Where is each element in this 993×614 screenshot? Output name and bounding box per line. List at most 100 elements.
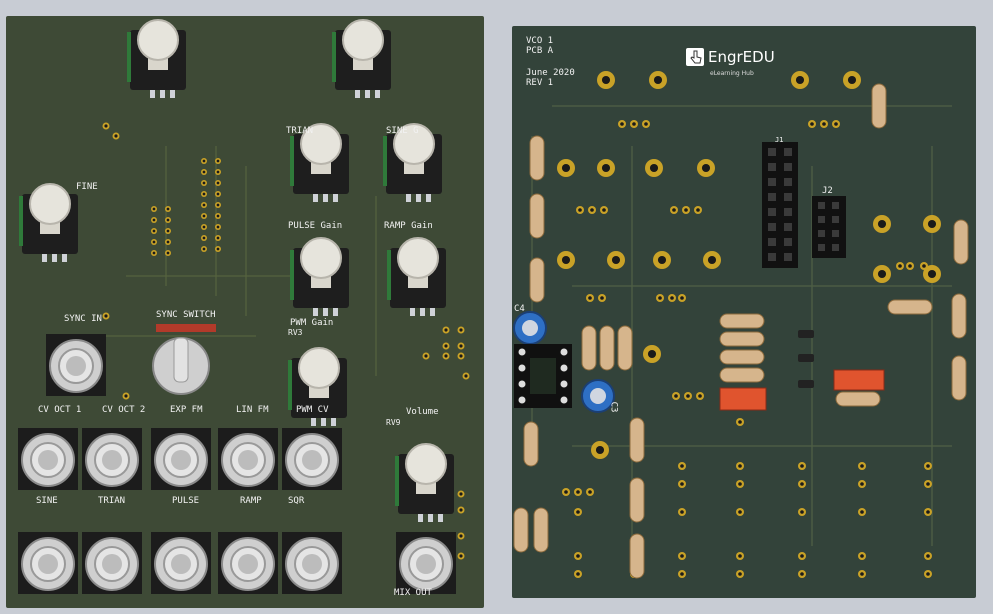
logo-tagline: eLearning Hub — [710, 70, 754, 77]
pad-hole — [738, 554, 742, 558]
red-capacitor — [833, 369, 885, 391]
trian-gain-pot-knob — [300, 123, 342, 165]
volume-pot-pin — [428, 514, 433, 522]
resistor — [529, 193, 545, 239]
pad-hole — [658, 296, 662, 300]
pad-hole — [600, 296, 604, 300]
j1-pin — [768, 223, 776, 231]
pad-hole — [216, 247, 220, 251]
resistor — [629, 477, 645, 523]
pulse-gain-pot-stripe — [290, 250, 294, 300]
j1-pin — [768, 208, 776, 216]
pad-hole — [152, 240, 156, 244]
j1-pin — [784, 163, 792, 171]
cv-jack-4-socket — [302, 450, 322, 470]
resistor — [513, 507, 529, 553]
volume-pot-pin — [418, 514, 423, 522]
volume-pot-knob — [405, 443, 447, 485]
j1-pin — [784, 193, 792, 201]
trian-gain-pot-pin — [333, 194, 338, 202]
pad-hole — [216, 214, 220, 218]
resistor — [953, 219, 969, 265]
resistor — [533, 507, 549, 553]
pad-hole — [216, 236, 220, 240]
cv-jack-2-socket — [171, 450, 191, 470]
sync-in-label: SYNC IN — [64, 314, 102, 324]
pad-hole — [795, 75, 805, 85]
pitch-pot-stripe — [127, 32, 131, 82]
pad-hole — [202, 225, 206, 229]
out-jack-0-socket — [38, 554, 58, 574]
trian-gain-pot-pin — [313, 194, 318, 202]
pad-hole — [576, 572, 580, 576]
trian-out-label: TRIAN — [98, 496, 126, 506]
pad-hole — [444, 328, 448, 332]
j1-pin — [784, 178, 792, 186]
smd-part — [798, 380, 814, 388]
resistor — [529, 257, 545, 303]
resistor — [617, 325, 633, 371]
pad-hole — [860, 482, 864, 486]
pad-hole — [424, 354, 428, 358]
pad-hole — [166, 207, 170, 211]
silk-line-3: June 2020 — [526, 68, 575, 78]
pad-hole — [686, 394, 690, 398]
sine-gain-pot-pin — [426, 194, 431, 202]
pad-hole — [459, 534, 463, 538]
pad-hole — [601, 75, 611, 85]
pad-hole — [202, 159, 206, 163]
pad-hole — [877, 269, 887, 279]
pulse-gain-pot-knob — [300, 237, 342, 279]
front-panel-graphics — [18, 19, 470, 594]
logo-name: EngrEDU — [708, 48, 775, 66]
j2-pin — [832, 216, 839, 223]
resistor — [599, 325, 615, 371]
pad-hole — [578, 208, 582, 212]
pad-hole — [707, 255, 717, 265]
pulse-out-label: PULSE — [172, 496, 200, 506]
pad-hole — [800, 572, 804, 576]
resistor — [719, 331, 765, 347]
pitch-pot-pin — [170, 90, 175, 98]
pad-hole — [202, 170, 206, 174]
main-pcb-graphics — [513, 71, 969, 579]
pad-hole — [202, 247, 206, 251]
j1-pin — [784, 253, 792, 261]
pulse-gain-pot-pin — [333, 308, 338, 316]
pad-hole — [202, 203, 206, 207]
pad-hole — [459, 508, 463, 512]
smd-part — [798, 330, 814, 338]
j2-header — [812, 196, 846, 258]
resistor — [719, 367, 765, 383]
pwm-gain-pot-pin — [331, 418, 336, 426]
c4-ref: C4 — [514, 304, 525, 314]
ic-pin — [518, 348, 526, 356]
pad-hole — [927, 219, 937, 229]
trian-gain-pot-stripe — [290, 136, 294, 186]
pad-hole — [800, 554, 804, 558]
switch-base — [156, 324, 216, 332]
out-jack-2-socket — [171, 554, 191, 574]
resistor — [835, 391, 881, 407]
pad-hole — [927, 269, 937, 279]
j1-pin — [784, 148, 792, 156]
sine-gain-pot-pin — [406, 194, 411, 202]
ramp-out-label: RAMP — [240, 496, 262, 506]
resistor — [871, 83, 887, 129]
volume-pot-pin — [438, 514, 443, 522]
j2-pin — [818, 230, 825, 237]
pwm-gain-pot-pin — [321, 418, 326, 426]
j2-pin — [832, 230, 839, 237]
pad-hole — [202, 192, 206, 196]
j2-pin — [818, 202, 825, 209]
hand-pointer-icon — [686, 48, 704, 66]
cv-jack-1-socket — [102, 450, 122, 470]
pad-hole — [632, 122, 636, 126]
pad-hole — [576, 490, 580, 494]
j1-pin — [768, 253, 776, 261]
fine-pot-knob — [29, 183, 71, 225]
pad-hole — [152, 229, 156, 233]
pad-hole — [860, 510, 864, 514]
fine-pot-pin — [52, 254, 57, 262]
pad-hole — [166, 251, 170, 255]
